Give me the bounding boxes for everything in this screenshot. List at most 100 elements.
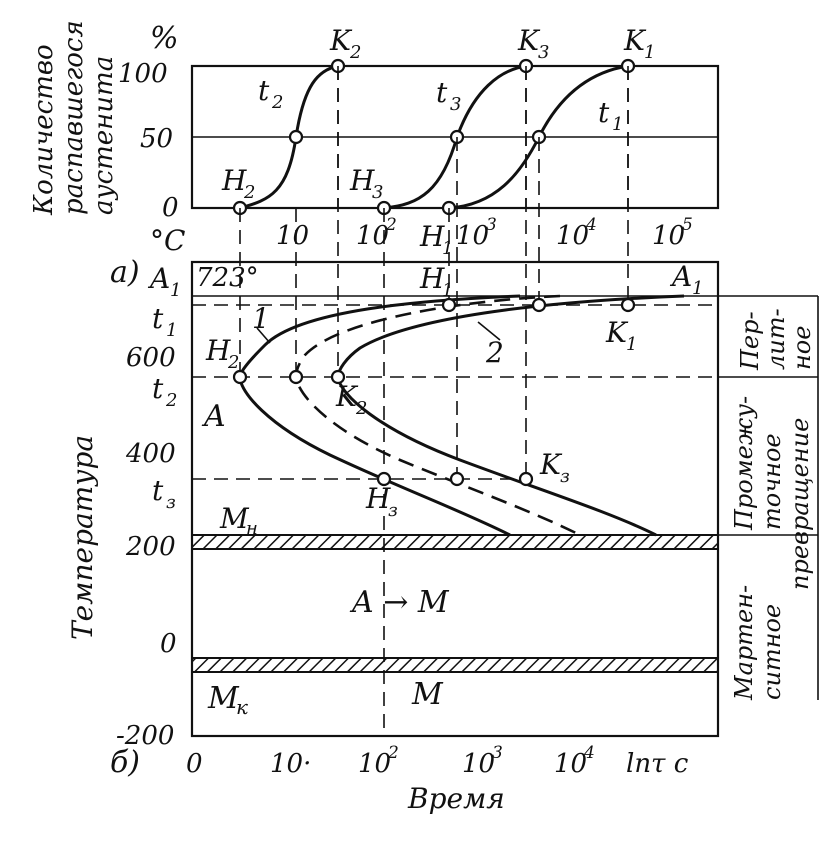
- bottom-plot: °C A 1 t 1 600 t 2 400 t з 200 0 -200 Те…: [66, 66, 819, 815]
- svg-text:н: н: [246, 518, 258, 539]
- svg-text:H: H: [205, 334, 231, 367]
- svg-text:K: K: [623, 24, 647, 57]
- svg-text:10: 10: [554, 749, 587, 779]
- svg-text:Температура: Температура: [66, 435, 99, 640]
- svg-text:t: t: [598, 96, 610, 129]
- svg-text:10: 10: [456, 221, 489, 251]
- label-martensite: M: [411, 677, 444, 712]
- svg-text:з: з: [166, 492, 176, 513]
- region-martensite: Мартен- ситное: [730, 585, 786, 701]
- top-xtick-100000: 10 5: [652, 215, 693, 251]
- svg-text:H: H: [419, 220, 445, 253]
- bottom-ytick-400: 400: [125, 439, 176, 469]
- svg-text:t: t: [152, 474, 164, 507]
- bottom-xtick-10000: 10 4: [554, 743, 595, 779]
- region-intermediate: Промежу- точное превращение: [730, 396, 814, 590]
- svg-text:M: M: [207, 681, 240, 716]
- svg-text:5: 5: [682, 215, 693, 235]
- svg-text:t: t: [436, 76, 448, 109]
- region-pearlite: Пер- лит- ное: [736, 308, 816, 371]
- top-label-h1: H 1: [419, 220, 453, 259]
- svg-text:10: 10: [358, 749, 391, 779]
- bottom-xtick-10: 10·: [270, 749, 311, 779]
- label-mn: M н: [219, 502, 258, 539]
- svg-text:4: 4: [585, 215, 597, 235]
- svg-text:H: H: [349, 164, 375, 197]
- svg-text:t: t: [152, 302, 164, 335]
- svg-text:1: 1: [166, 320, 177, 341]
- bottom-unit-label: °C: [150, 224, 185, 257]
- svg-text:2: 2: [349, 42, 361, 63]
- top-xtick-10000: 10 4: [556, 215, 597, 251]
- top-xtick-1000: 10 3: [456, 215, 497, 251]
- bottom-xtick-lntau: lnτ c: [626, 749, 689, 779]
- top-xtick-100: 10 2: [356, 215, 397, 251]
- svg-text:2: 2: [165, 390, 177, 411]
- svg-text:M: M: [219, 502, 250, 535]
- top-ytick-100: 100: [118, 59, 168, 89]
- point-t1: [531, 297, 547, 313]
- curve-1-leader: [256, 327, 271, 344]
- svg-text:K: K: [335, 380, 359, 413]
- label-k2: K 2: [335, 380, 367, 419]
- svg-text:A: A: [669, 260, 692, 293]
- bottom-xtick-100: 10 2: [358, 743, 399, 779]
- top-point-t2: [288, 129, 304, 145]
- curve-2-leader: [477, 321, 501, 341]
- mk-hatch-band: [191, 657, 719, 673]
- bottom-ytick-600: 600: [126, 343, 176, 373]
- svg-text:3: 3: [538, 42, 549, 63]
- point-t2: [288, 369, 304, 385]
- svg-text:A: A: [147, 262, 170, 295]
- svg-text:Пер-: Пер-: [736, 311, 764, 371]
- svg-text:K: K: [517, 24, 541, 57]
- svg-text:превращение: превращение: [786, 418, 814, 590]
- mn-hatch-band: [191, 534, 719, 550]
- svg-text:2: 2: [271, 92, 283, 113]
- top-label-h2: H 2: [221, 164, 255, 203]
- label-austenite: A: [201, 399, 226, 434]
- svg-text:лит-: лит-: [762, 308, 790, 370]
- svg-text:H: H: [365, 482, 391, 515]
- svg-text:1: 1: [442, 280, 453, 301]
- ylevel-t3: t з: [152, 474, 176, 513]
- svg-text:10: 10: [556, 221, 589, 251]
- svg-text:1: 1: [170, 280, 181, 301]
- svg-text:2: 2: [355, 398, 367, 419]
- svg-text:ное: ное: [788, 326, 816, 370]
- svg-text:2: 2: [243, 182, 255, 203]
- point-t3: [449, 471, 465, 487]
- top-label-t2: t 2: [258, 74, 283, 113]
- ylevel-t1: t 1: [152, 302, 177, 341]
- ylevel-t2: t 2: [152, 372, 177, 411]
- top-ylabel: Количество распавшегося аустенита: [29, 20, 119, 216]
- svg-text:4: 4: [583, 743, 595, 763]
- label-h3: H з: [365, 482, 398, 521]
- svg-text:t: t: [258, 74, 270, 107]
- svg-text:2: 2: [227, 352, 239, 373]
- svg-text:H: H: [221, 164, 247, 197]
- label-a1-right: A 1: [669, 260, 703, 299]
- point-h2: [232, 369, 248, 385]
- svg-text:2: 2: [385, 215, 397, 235]
- svg-text:з: з: [560, 466, 570, 487]
- ylevel-a1: A 1: [147, 262, 181, 301]
- label-a-to-m: A → M: [349, 585, 450, 620]
- svg-text:1: 1: [442, 238, 453, 259]
- label-h2: H 2: [205, 334, 239, 373]
- point-k3: [518, 471, 534, 487]
- label-curve-2: 2: [485, 336, 504, 369]
- top-ylabel-line2: распавшегося: [59, 20, 89, 215]
- label-k3: K з: [539, 448, 570, 487]
- top-label-t1: t 1: [598, 96, 623, 135]
- svg-text:Мартен-: Мартен-: [730, 585, 758, 701]
- panel-label-b: б): [110, 745, 140, 780]
- svg-text:ситное: ситное: [758, 604, 786, 700]
- svg-text:з: з: [388, 500, 398, 521]
- svg-text:3: 3: [450, 94, 461, 115]
- svg-text:3: 3: [486, 215, 497, 235]
- top-ytick-50: 50: [140, 124, 173, 154]
- svg-text:Промежу-: Промежу-: [730, 396, 758, 531]
- point-h3: [376, 471, 392, 487]
